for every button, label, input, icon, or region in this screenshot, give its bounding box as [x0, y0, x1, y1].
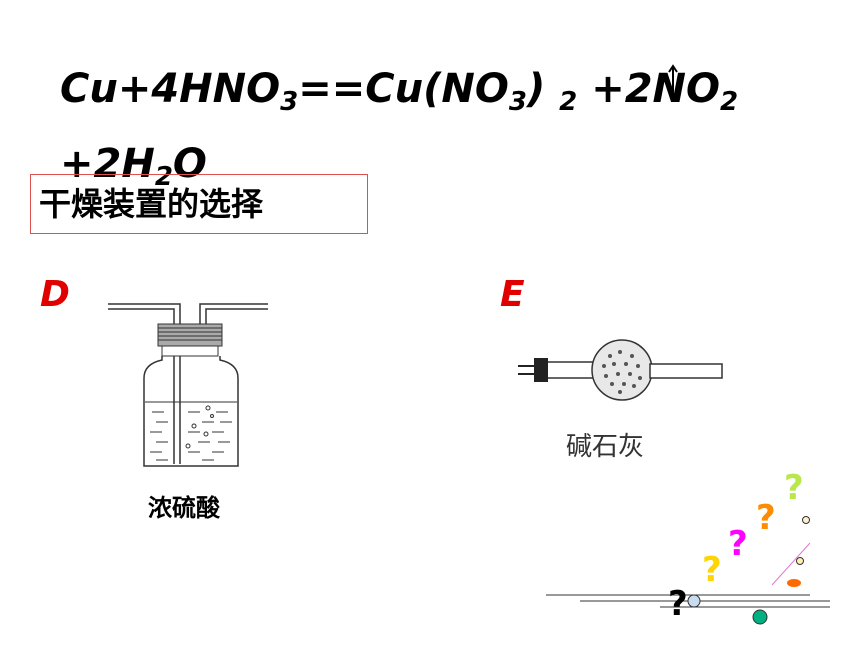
note-circle-blue	[687, 594, 701, 608]
apparatus-e-label: E	[500, 274, 525, 315]
gas-up-arrow-icon	[668, 64, 678, 92]
note-circle-small	[796, 557, 804, 565]
chemical-equation: Cu+4HNO3==Cu(NO3) 2 +2NO2 +2H2O	[60, 58, 738, 208]
note-circle-teal	[752, 609, 768, 625]
question-mark-magenta: ?	[728, 524, 748, 564]
apparatus-d-label: D	[40, 274, 70, 315]
drying-tube-icon	[518, 339, 723, 401]
equation-line-1: Cu+4HNO3==Cu(NO3) 2 +2NO2	[60, 66, 739, 117]
section-title: 干燥装置的选择	[30, 174, 368, 234]
note-ellipse-orange	[787, 579, 801, 587]
apparatus-e-caption: 碱石灰	[566, 432, 645, 462]
apparatus-d-caption: 浓硫酸	[148, 494, 220, 522]
question-marks-decoration: ? ? ? ? ?	[546, 468, 830, 625]
note-circle-tiny	[802, 516, 810, 524]
equation-line-2: +2H2O	[60, 141, 207, 192]
question-mark-yellow: ?	[702, 550, 722, 590]
question-mark-green: ?	[784, 468, 804, 508]
gas-washing-bottle-icon	[108, 303, 268, 467]
question-mark-black: ?	[668, 584, 688, 624]
question-mark-orange: ?	[756, 498, 776, 538]
